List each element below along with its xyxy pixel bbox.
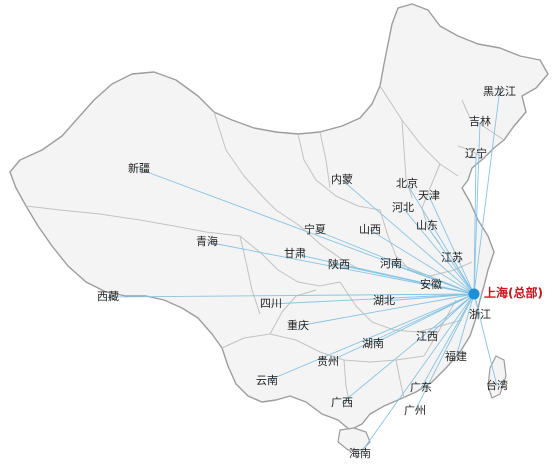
route-shandong xyxy=(426,225,475,295)
label-chongqing: 重庆 xyxy=(287,319,309,332)
route-fujian xyxy=(455,293,475,358)
label-liaoning: 辽宁 xyxy=(465,147,487,160)
route-yunnan xyxy=(266,293,475,382)
route-shanxi xyxy=(369,229,475,295)
route-hebei xyxy=(402,207,475,295)
label-xizang: 西藏 xyxy=(97,290,119,303)
route-hainan xyxy=(359,293,475,455)
label-hebei: 河北 xyxy=(392,201,414,214)
label-ningxia: 宁夏 xyxy=(304,223,326,236)
label-anhui: 安徽 xyxy=(420,278,442,291)
route-lines xyxy=(107,91,500,455)
route-jiangxi xyxy=(426,293,475,338)
label-beijing: 北京 xyxy=(396,177,418,190)
label-taiwan: 台湾 xyxy=(486,379,508,392)
route-hubei xyxy=(383,293,475,302)
label-guangdong: 广东 xyxy=(410,381,432,394)
route-tianjin xyxy=(428,195,475,295)
label-xinjiang: 新疆 xyxy=(128,162,150,175)
route-xizang xyxy=(107,293,475,298)
label-qinghai: 青海 xyxy=(196,235,218,248)
label-hubei: 湖北 xyxy=(373,294,395,307)
label-jiangsu: 江苏 xyxy=(441,251,463,264)
route-guangxi xyxy=(341,293,475,404)
route-jilin xyxy=(473,121,481,295)
label-gansu: 甘肃 xyxy=(284,247,306,260)
route-ningxia xyxy=(314,229,475,295)
label-tianjin: 天津 xyxy=(418,189,440,202)
china-outline xyxy=(9,3,549,431)
label-shanxi: 山西 xyxy=(359,223,381,236)
label-hunan: 湖南 xyxy=(362,337,384,350)
label-shaanxi: 陕西 xyxy=(328,258,350,271)
route-guangzhou xyxy=(414,293,475,412)
route-chongqing xyxy=(297,293,475,327)
label-shandong: 山东 xyxy=(416,219,438,232)
headquarters-label: 上海(总部) xyxy=(484,286,543,300)
label-zhejiang: 浙江 xyxy=(469,308,491,321)
route-heilongjiang xyxy=(473,91,500,295)
route-guizhou xyxy=(327,293,475,363)
label-guangxi: 广西 xyxy=(331,396,353,409)
route-neimenggu xyxy=(341,179,475,295)
label-guizhou: 贵州 xyxy=(317,355,339,368)
route-xinjiang xyxy=(138,168,475,295)
route-anhui xyxy=(430,284,475,295)
label-neimenggu: 内蒙 xyxy=(331,173,353,186)
shanghai-hub-marker xyxy=(468,288,480,300)
label-henan: 河南 xyxy=(380,257,402,270)
label-yunnan: 云南 xyxy=(256,374,278,387)
route-henan xyxy=(390,263,475,295)
label-heilongjiang: 黑龙江 xyxy=(483,85,516,98)
route-jiangsu xyxy=(451,257,475,295)
route-qinghai xyxy=(206,241,475,295)
label-fujian: 福建 xyxy=(445,350,467,363)
label-hainan: 海南 xyxy=(349,447,371,460)
label-guangzhou: 广州 xyxy=(404,404,426,417)
label-jiangxi: 江西 xyxy=(416,330,438,343)
route-sichuan xyxy=(270,293,475,305)
label-sichuan: 四川 xyxy=(260,297,282,310)
route-guangdong xyxy=(420,293,475,389)
label-jilin: 吉林 xyxy=(469,115,491,128)
route-taiwan xyxy=(473,293,498,387)
route-liaoning xyxy=(473,153,477,295)
